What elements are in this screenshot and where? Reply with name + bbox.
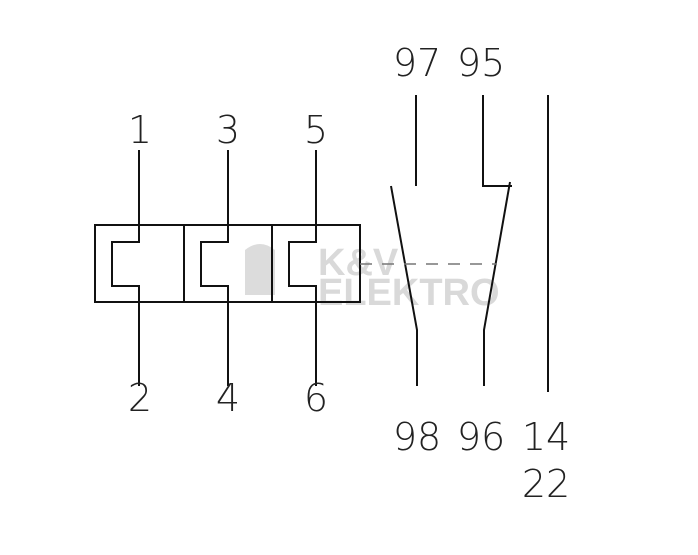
terminal-label: 5 xyxy=(304,108,328,152)
contact-96-switch xyxy=(483,181,511,386)
watermark: K&V ELEKTRO xyxy=(245,242,500,314)
terminal-label: 98 xyxy=(393,415,441,459)
thermal-elements xyxy=(94,150,361,386)
terminal-label: 2 xyxy=(128,376,152,420)
terminal-label: 22 xyxy=(522,462,570,506)
labels: 1 3 5 2 4 6 97 95 98 96 14 22 xyxy=(128,41,570,506)
terminal-label: 4 xyxy=(216,376,240,420)
terminal-label: 6 xyxy=(304,376,328,420)
contact-95 xyxy=(482,95,512,187)
thermal-element-3 xyxy=(288,150,317,386)
thermal-element-1 xyxy=(111,150,140,386)
watermark-line2: ELEKTRO xyxy=(318,272,500,314)
terminal-label: 1 xyxy=(128,108,152,152)
thermal-element-2 xyxy=(200,150,229,386)
terminal-label: 14 xyxy=(522,415,570,459)
watermark-logo-icon xyxy=(245,244,275,295)
terminal-label: 97 xyxy=(393,41,441,85)
terminal-label: 95 xyxy=(457,41,505,85)
aux-contacts xyxy=(360,95,549,392)
contact-98-switch xyxy=(390,185,418,386)
terminal-label: 3 xyxy=(216,108,240,152)
watermark-line1: K&V xyxy=(318,242,399,284)
terminal-label: 96 xyxy=(457,415,505,459)
